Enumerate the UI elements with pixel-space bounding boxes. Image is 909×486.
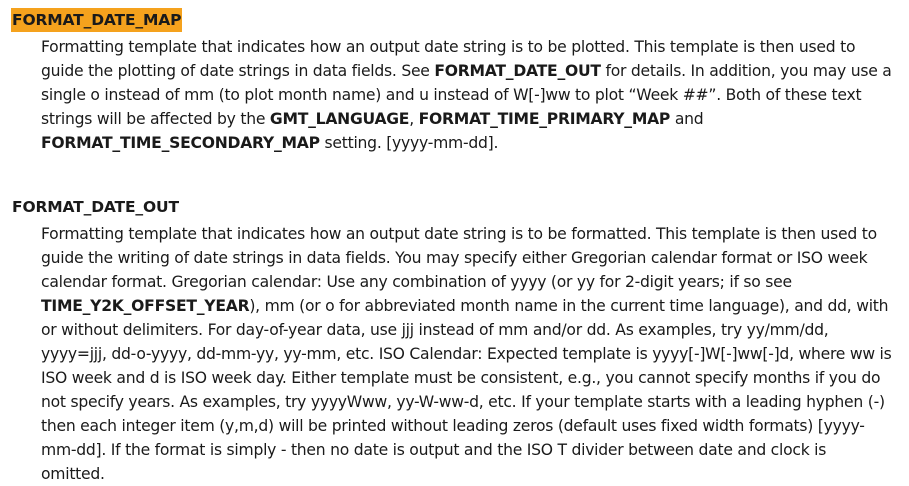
term-title: FORMAT_DATE_MAP — [11, 8, 183, 32]
bold-reference: FORMAT_DATE_OUT — [434, 62, 601, 80]
description-text: for details. In addition, you may use a … — [41, 62, 892, 128]
description-text: ), mm (or o for abbreviated month name i… — [41, 297, 892, 483]
description-text: Formatting template that indicates how a… — [41, 225, 877, 291]
description-text: , — [409, 110, 419, 128]
bold-reference: GMT_LANGUAGE — [269, 110, 410, 128]
bold-reference: FORMAT_TIME_PRIMARY_MAP — [418, 110, 671, 128]
bold-reference: TIME_Y2K_OFFSET_YEAR — [41, 297, 250, 315]
term-title: FORMAT_DATE_OUT — [12, 198, 179, 216]
description-text: setting. [yyyy-mm-dd]. — [319, 134, 499, 152]
term-description: Formatting template that indicates how a… — [41, 35, 893, 155]
description-text: Formatting template that indicates how a… — [41, 38, 856, 80]
term-description: Formatting template that indicates how a… — [41, 222, 893, 486]
description-text: and — [670, 110, 704, 128]
bold-reference: FORMAT_TIME_SECONDARY_MAP — [41, 134, 320, 152]
